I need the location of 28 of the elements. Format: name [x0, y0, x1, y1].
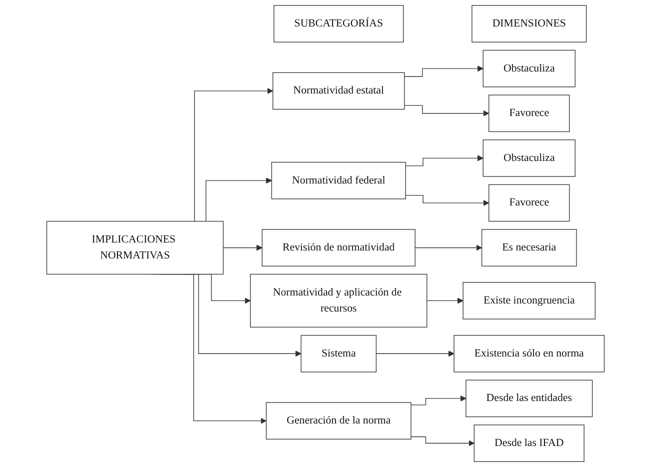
- node-box: Es necesaria: [481, 229, 577, 266]
- node-box: Revisión de normatividad: [262, 229, 416, 266]
- node-box: Existencia sólo en norma: [454, 334, 605, 372]
- node-box: Sistema: [300, 334, 377, 372]
- node-box: Existe incongruencia: [462, 282, 596, 320]
- arrow: [405, 155, 484, 166]
- node-box: Obstaculiza: [482, 140, 576, 177]
- node-box: Obstaculiza: [482, 50, 576, 88]
- arrow: [404, 105, 490, 116]
- arrow: [426, 298, 464, 304]
- node-box: SUBCATEGORÍAS: [274, 5, 404, 42]
- node-box: DIMENSIONES: [472, 5, 587, 42]
- node-box: IMPLICACIONES NORMATIVAS: [46, 220, 224, 275]
- node-box: Desde las entidades: [466, 380, 593, 418]
- node-box: Normatividad y aplicación de recursos: [250, 274, 428, 328]
- node-box: Favorece: [488, 184, 570, 222]
- arrow: [410, 436, 474, 446]
- arrow: [414, 244, 482, 251]
- arrow: [376, 350, 454, 357]
- node-box: Normatividad estatal: [272, 72, 405, 110]
- arrow: [222, 244, 262, 251]
- node-box: Generación de la norma: [266, 402, 412, 440]
- arrow: [405, 194, 490, 206]
- arrow: [410, 395, 466, 406]
- node-box: Normatividad federal: [271, 162, 406, 200]
- node-box: Desde las IFAD: [474, 424, 584, 462]
- node-box: Favorece: [488, 94, 570, 132]
- arrow: [404, 66, 484, 77]
